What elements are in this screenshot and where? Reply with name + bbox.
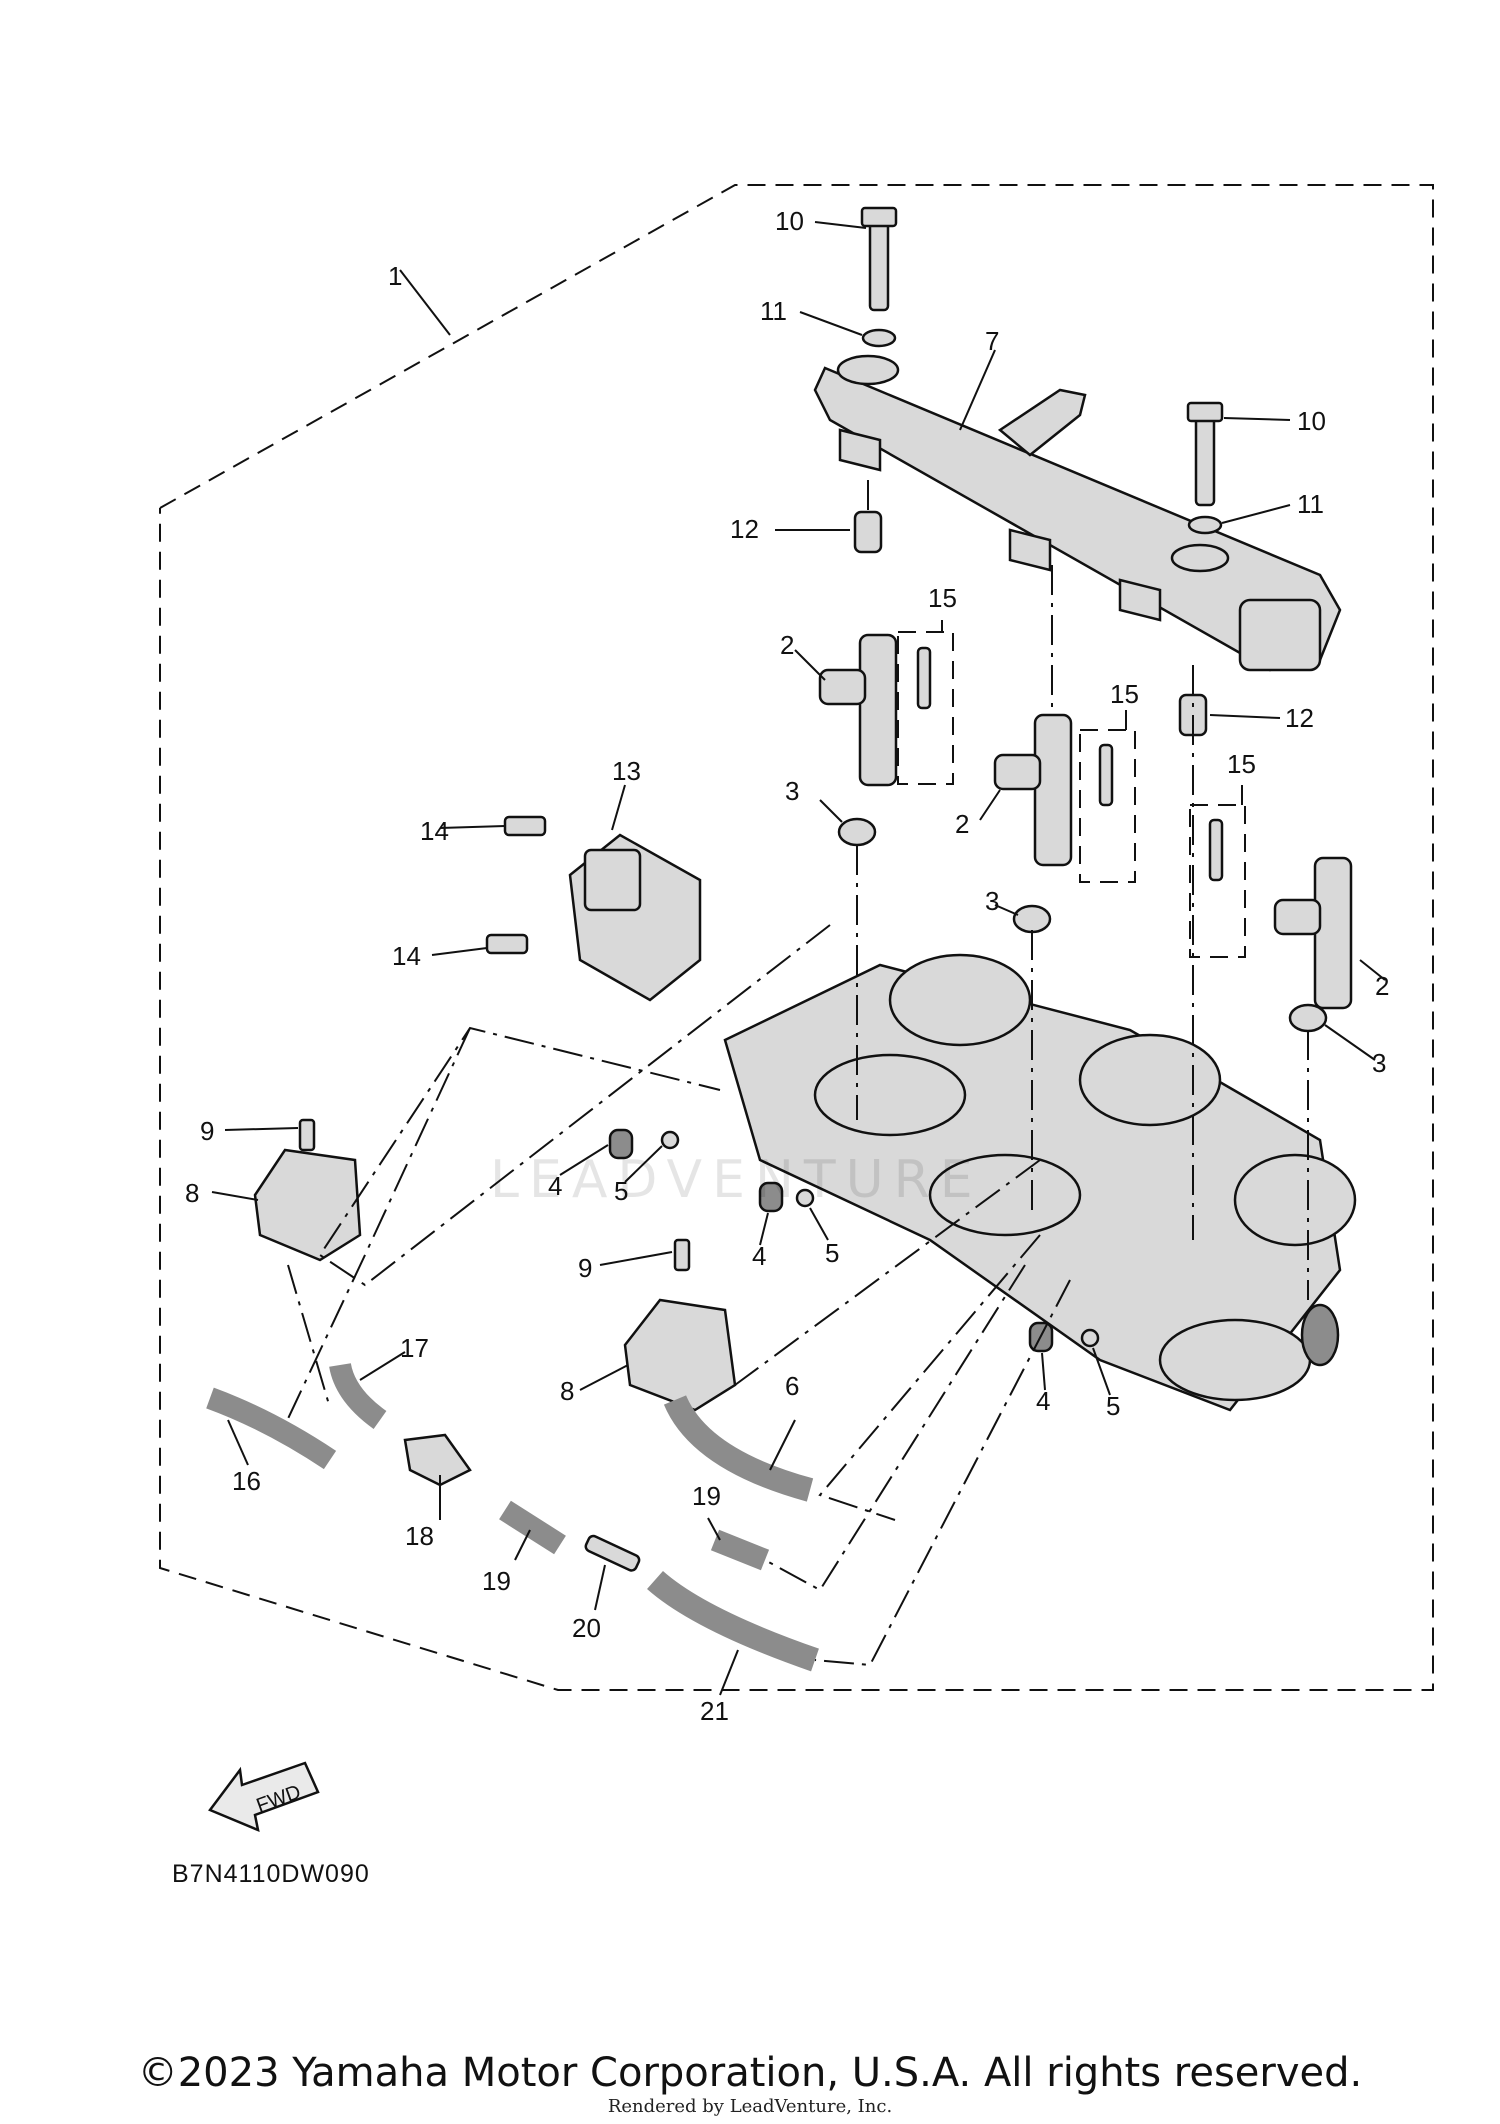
hose-17 bbox=[329, 1362, 387, 1429]
callout-4-b: 4 bbox=[752, 1241, 766, 1271]
callout-21: 21 bbox=[700, 1696, 729, 1726]
bolt-10-left bbox=[860, 206, 898, 312]
callout-20: 20 bbox=[572, 1613, 601, 1643]
injector-2-c bbox=[1273, 856, 1353, 1010]
connection-line-e bbox=[818, 1234, 1041, 1521]
seal-3-a bbox=[837, 817, 877, 847]
cap-4-a bbox=[608, 1128, 634, 1160]
callout-14-bottom: 14 bbox=[392, 941, 421, 971]
hose-19-left bbox=[499, 1500, 566, 1555]
hose-16 bbox=[206, 1387, 337, 1470]
callout-12-left: 12 bbox=[730, 514, 759, 544]
callout-9-left: 9 bbox=[200, 1116, 214, 1146]
render-note: Rendered by LeadVenture, Inc. bbox=[607, 2096, 893, 2117]
callout-19-right: 19 bbox=[692, 1481, 721, 1511]
connection-line-b bbox=[284, 1027, 471, 1426]
fwd-arrow: FWD bbox=[208, 1761, 320, 1833]
callout-16: 16 bbox=[232, 1466, 261, 1496]
callout-15-b: 15 bbox=[1110, 679, 1139, 709]
washer-11-right bbox=[1187, 515, 1223, 535]
kit-15-a bbox=[897, 631, 954, 785]
connection-line-a bbox=[287, 1264, 331, 1409]
screw-14-bottom bbox=[485, 933, 529, 955]
callout-13: 13 bbox=[612, 756, 641, 786]
clip-5-a bbox=[660, 1130, 680, 1150]
callout-3-b: 3 bbox=[985, 886, 999, 916]
injector-2-a bbox=[818, 633, 898, 787]
callout-12-right: 12 bbox=[1285, 703, 1314, 733]
assembly-boundary bbox=[159, 184, 1434, 1691]
bolt-10-right bbox=[1186, 401, 1224, 507]
callout-14-top: 14 bbox=[420, 816, 449, 846]
callout-3-c: 3 bbox=[1372, 1048, 1386, 1078]
callout-10-right: 10 bbox=[1297, 406, 1326, 436]
sensor-8-left bbox=[253, 1148, 362, 1262]
bolt-9-right bbox=[673, 1238, 691, 1272]
callout-7: 7 bbox=[985, 326, 999, 356]
callout-5-a: 5 bbox=[614, 1176, 628, 1206]
washer-11-left bbox=[861, 328, 897, 348]
bolt-9-left bbox=[298, 1118, 316, 1152]
callout-15-c: 15 bbox=[1227, 749, 1256, 779]
seal-3-c bbox=[1288, 1003, 1328, 1033]
callout-2-c: 2 bbox=[1375, 971, 1389, 1001]
callout-8-left: 8 bbox=[185, 1178, 199, 1208]
callout-5-c: 5 bbox=[1106, 1391, 1120, 1421]
kit-15-b bbox=[1079, 729, 1136, 883]
clip-5-b bbox=[795, 1188, 815, 1208]
kit-15-a-pin bbox=[916, 646, 932, 710]
callout-15-a: 15 bbox=[928, 583, 957, 613]
seal-3-b bbox=[1012, 904, 1052, 934]
fuel-rail bbox=[813, 354, 1342, 672]
callout-11-left: 11 bbox=[760, 296, 787, 326]
connection-line-g bbox=[814, 1279, 1071, 1667]
joint-18 bbox=[403, 1433, 472, 1487]
callout-17: 17 bbox=[400, 1333, 429, 1363]
callout-11-right: 11 bbox=[1297, 489, 1324, 519]
callout-2-b: 2 bbox=[955, 809, 969, 839]
fitting-20 bbox=[584, 1534, 641, 1572]
cap-4-b bbox=[758, 1181, 784, 1213]
callout-5-b: 5 bbox=[825, 1238, 839, 1268]
callout-19-left: 19 bbox=[482, 1566, 511, 1596]
hose-19-right bbox=[710, 1529, 770, 1571]
callout-10-top: 10 bbox=[775, 206, 804, 236]
connection-line-d bbox=[734, 1159, 1041, 1386]
clip-5-c bbox=[1080, 1328, 1100, 1348]
leader-lines bbox=[211, 221, 1386, 1696]
callout-6: 6 bbox=[785, 1371, 799, 1401]
hose-21 bbox=[647, 1570, 819, 1672]
diagram-code: B7N4110DW090 bbox=[172, 1860, 370, 1888]
hose-6 bbox=[663, 1394, 814, 1502]
kit-15-c-pin bbox=[1208, 818, 1224, 882]
callout-9-right: 9 bbox=[578, 1253, 592, 1283]
sensor-8-right bbox=[623, 1298, 737, 1412]
throttle-position-sensor bbox=[568, 833, 702, 1002]
kit-15-c bbox=[1189, 804, 1246, 958]
callout-8-right: 8 bbox=[560, 1376, 574, 1406]
callout-4-c: 4 bbox=[1036, 1386, 1050, 1416]
callout-1: 1 bbox=[388, 261, 402, 291]
callout-4-a: 4 bbox=[548, 1171, 562, 1201]
watermark: LEADVENTURE bbox=[490, 1150, 983, 1210]
callout-18: 18 bbox=[405, 1521, 434, 1551]
copyright-notice: ©2023 Yamaha Motor Corporation, U.S.A. A… bbox=[137, 2050, 1363, 2096]
collar-12-left bbox=[853, 510, 883, 554]
screw-14-top bbox=[503, 815, 547, 837]
kit-15-b-pin bbox=[1098, 743, 1114, 807]
callout-3-a: 3 bbox=[785, 776, 799, 806]
callout-labels: 1 10 10 11 11 7 12 12 15 15 15 2 2 2 3 3… bbox=[185, 206, 1389, 1726]
injector-2-b bbox=[993, 713, 1073, 867]
connection-line-f bbox=[764, 1264, 1026, 1592]
callout-2-a: 2 bbox=[780, 630, 794, 660]
connection-line-c bbox=[318, 924, 831, 1287]
